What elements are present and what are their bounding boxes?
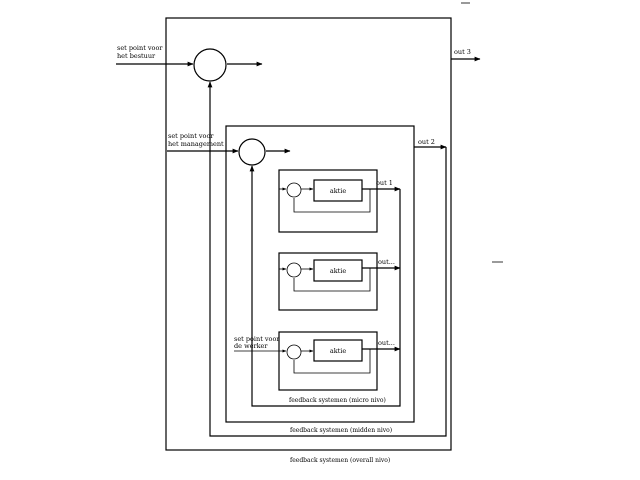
- aktie-block-1: [313, 179, 363, 202]
- out-low-label: out...: [378, 339, 395, 347]
- aktie-label-2: aktie: [330, 267, 347, 275]
- aktie-block-2: [313, 259, 363, 282]
- micro-frame-1: [278, 169, 378, 233]
- caption-middle: feedback systemen (midden nivo): [290, 427, 392, 434]
- micro-feedback-path-1: [293, 189, 371, 213]
- setpoint-management-line-2: het management: [168, 140, 224, 148]
- out-1-label: out 1: [376, 179, 393, 187]
- overall-level: set point voor het bestuur out 3 feedbac…: [116, 17, 481, 464]
- setpoint-board-line-2: het bestuur: [117, 52, 156, 60]
- aktie-block-3: [313, 339, 363, 362]
- setpoint-management-line-1: set point voor: [168, 132, 214, 140]
- micro-feedback-path-2: [293, 268, 371, 292]
- aktie-label-1: aktie: [330, 187, 347, 195]
- out-2-label: out 2: [418, 138, 435, 146]
- setpoint-workers-line-2: de werker: [234, 342, 268, 350]
- micro-frame-2: [278, 252, 378, 311]
- caption-overall: feedback systemen (overall nivo): [290, 457, 390, 464]
- micro-loop-1: aktie out 1: [278, 169, 401, 233]
- micro-to-middle-feedback-path: [251, 180, 401, 407]
- micro-loop-2: aktie out...: [278, 252, 401, 311]
- middle-to-overall-feedback-path: [209, 100, 447, 437]
- middle-summing-junction: [238, 138, 266, 166]
- micro-feedback-path-3: [293, 349, 371, 374]
- micro-junction-2: [286, 262, 302, 278]
- setpoint-board-line-1: set point voor: [117, 44, 163, 52]
- middle-level: set point voor het management out 2 feed…: [167, 125, 447, 434]
- overall-frame: [165, 17, 452, 451]
- micro-junction-3: [286, 344, 302, 360]
- micro-loop-3: aktie set point voor de werker out... fe…: [234, 331, 401, 404]
- micro-frame-3: [278, 331, 378, 391]
- overall-summing-junction: [193, 48, 227, 82]
- aktie-label-3: aktie: [330, 347, 347, 355]
- out-mid-label: out...: [378, 258, 395, 266]
- caption-micro: feedback systemen (micro nivo): [289, 397, 386, 404]
- out-3-label: out 3: [454, 48, 471, 56]
- micro-junction-1: [286, 182, 302, 198]
- middle-frame: [225, 125, 415, 423]
- setpoint-workers-line-1: set point voor: [234, 335, 280, 343]
